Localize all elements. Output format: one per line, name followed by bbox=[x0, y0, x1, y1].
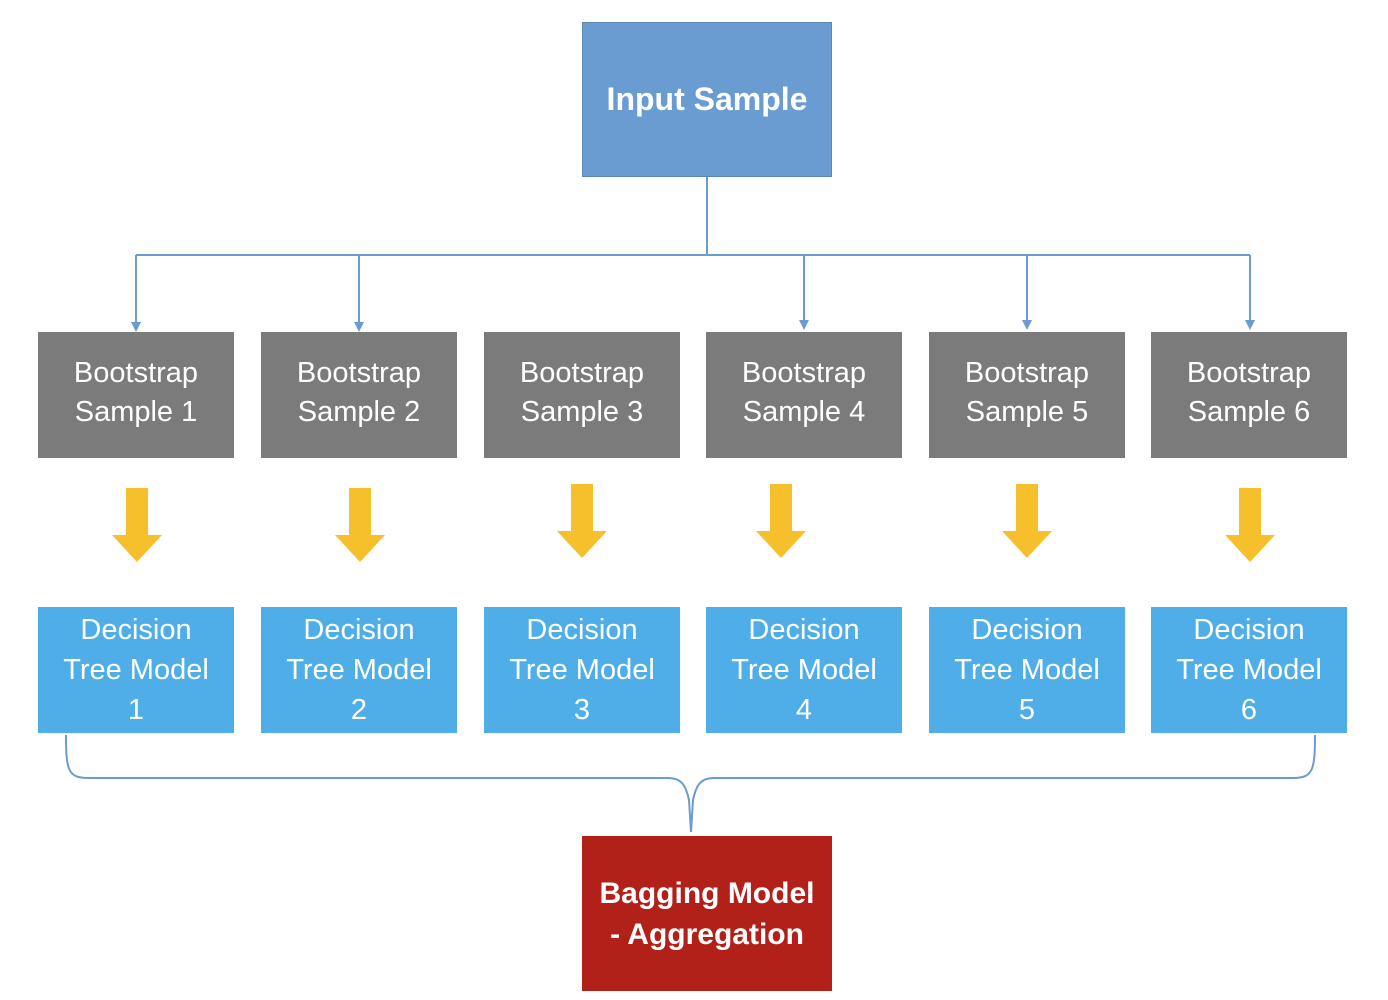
decision-tree-box-6: Decision Tree Model 6 bbox=[1151, 607, 1347, 733]
bootstrap-sample-box-3: Bootstrap Sample 3 bbox=[484, 332, 680, 458]
drop-arrowhead-1 bbox=[131, 322, 141, 332]
decision-tree-label-line2: Tree Model bbox=[731, 654, 877, 686]
decision-tree-label-line1: Decision bbox=[303, 614, 415, 646]
input-sample-label: Input Sample bbox=[606, 81, 808, 117]
down-arrow-3 bbox=[557, 484, 607, 558]
down-arrow-2 bbox=[335, 488, 385, 562]
decision-tree-label-line1: Decision bbox=[748, 614, 860, 646]
down-arrow-4 bbox=[756, 484, 806, 558]
down-arrow-5 bbox=[1002, 484, 1052, 558]
decision-tree-label-line2: Tree Model bbox=[509, 654, 655, 686]
bootstrap-sample-label-line2: Sample 5 bbox=[965, 396, 1089, 428]
down-arrow-6 bbox=[1225, 488, 1275, 562]
bootstrap-sample-label-line2: Sample 6 bbox=[1187, 396, 1311, 428]
bootstrap-sample-box-5: Bootstrap Sample 5 bbox=[929, 332, 1125, 458]
bagging-model-label-line2: - Aggregation bbox=[610, 917, 804, 951]
bootstrap-sample-label-line1: Bootstrap bbox=[741, 357, 867, 389]
drop-arrowhead-5 bbox=[1022, 320, 1032, 330]
bootstrap-sample-label-line1: Bootstrap bbox=[296, 357, 422, 389]
decision-tree-label-line2: Tree Model bbox=[286, 654, 432, 686]
bagging-model-box: Bagging Model - Aggregation bbox=[582, 836, 832, 991]
decision-tree-label-line1: Decision bbox=[971, 614, 1083, 646]
input-sample-box: Input Sample bbox=[582, 22, 832, 177]
bootstrap-sample-label-line1: Bootstrap bbox=[73, 357, 199, 389]
drop-arrowhead-2 bbox=[354, 322, 364, 332]
bootstrap-sample-label-line2: Sample 1 bbox=[74, 396, 198, 428]
bootstrap-sample-box-2: Bootstrap Sample 2 bbox=[261, 332, 457, 458]
bagging-model-label-line1: Bagging Model bbox=[599, 876, 815, 910]
decision-tree-number: 1 bbox=[127, 694, 145, 726]
decision-tree-box-1: Decision Tree Model 1 bbox=[38, 607, 234, 733]
down-arrow-1 bbox=[112, 488, 162, 562]
bootstrap-sample-label-line1: Bootstrap bbox=[519, 357, 645, 389]
decision-tree-box-2: Decision Tree Model 2 bbox=[261, 607, 457, 733]
decision-tree-label-line1: Decision bbox=[1193, 614, 1305, 646]
bootstrap-sample-label-line2: Sample 4 bbox=[742, 396, 866, 428]
decision-tree-label-line2: Tree Model bbox=[954, 654, 1100, 686]
decision-tree-number: 3 bbox=[573, 694, 591, 726]
bootstrap-sample-label-line1: Bootstrap bbox=[1186, 357, 1312, 389]
decision-tree-box-4: Decision Tree Model 4 bbox=[706, 607, 902, 733]
aggregation-brace bbox=[65, 734, 1316, 833]
decision-tree-box-3: Decision Tree Model 3 bbox=[484, 607, 680, 733]
decision-tree-label-line1: Decision bbox=[80, 614, 192, 646]
decision-tree-number: 5 bbox=[1018, 694, 1036, 726]
bootstrap-sample-box-1: Bootstrap Sample 1 bbox=[38, 332, 234, 458]
bootstrap-sample-box-4: Bootstrap Sample 4 bbox=[706, 332, 902, 458]
decision-tree-number: 6 bbox=[1240, 694, 1258, 726]
bootstrap-sample-label-line1: Bootstrap bbox=[964, 357, 1090, 389]
bootstrap-sample-box-6: Bootstrap Sample 6 bbox=[1151, 332, 1347, 458]
drop-arrowhead-4 bbox=[799, 320, 809, 330]
bootstrap-sample-label-line2: Sample 2 bbox=[297, 396, 421, 428]
drop-arrowhead-6 bbox=[1245, 320, 1255, 330]
decision-tree-number: 4 bbox=[795, 694, 813, 726]
decision-tree-box-5: Decision Tree Model 5 bbox=[929, 607, 1125, 733]
decision-tree-number: 2 bbox=[350, 694, 368, 726]
bootstrap-sample-label-line2: Sample 3 bbox=[520, 396, 644, 428]
decision-tree-label-line1: Decision bbox=[526, 614, 638, 646]
decision-tree-label-line2: Tree Model bbox=[1176, 654, 1322, 686]
decision-tree-label-line2: Tree Model bbox=[63, 654, 209, 686]
